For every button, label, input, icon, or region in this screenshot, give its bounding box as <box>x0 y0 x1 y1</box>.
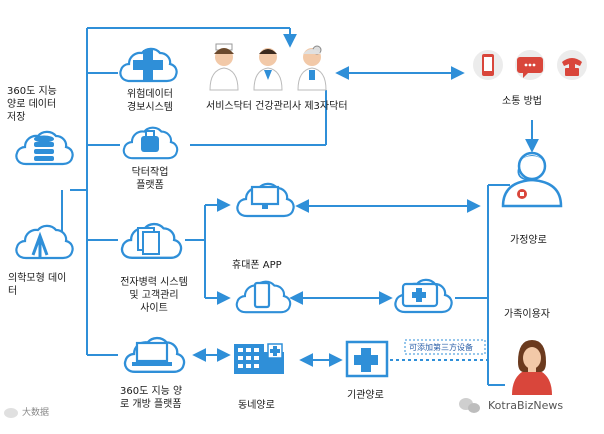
third-party-note-label: 可添加第三方设备 <box>409 343 473 352</box>
mobile-app-label: 휴대폰 APP <box>232 260 282 271</box>
third-party-doctor-icon <box>297 45 327 91</box>
communication-icons <box>473 50 587 80</box>
institution-care-label: 기관양로 <box>347 390 384 401</box>
family-user-label: 가족이용자 <box>504 309 550 320</box>
monitor-icon <box>250 185 280 209</box>
doctor-icon <box>253 48 283 91</box>
phone-node <box>235 280 292 314</box>
medical-model-node <box>15 224 74 260</box>
home-care-label: 가정양로 <box>510 235 547 246</box>
first-aid-kit-icon <box>401 282 439 308</box>
service-staff-label: 서비스닥터 건강관리사 제3자닥터 <box>206 101 348 112</box>
danger-alert-label: 위험데이터 경보시스템 <box>127 89 173 113</box>
mobile-phone-icon <box>473 50 503 80</box>
smartphone-icon <box>253 281 271 309</box>
open-platform-label: 360도 지능 양 로 개방 플랫폼 <box>120 386 183 410</box>
wechat-icon <box>459 398 480 413</box>
third-party-note-box <box>404 339 486 355</box>
chat-bubble-icon <box>515 50 545 80</box>
home-care-operator-icon <box>501 151 563 208</box>
weibo-icon <box>4 408 18 418</box>
danger-alert-node <box>119 47 178 83</box>
data-store-node <box>15 130 74 166</box>
medical-kit-node <box>394 278 453 314</box>
family-user-icon <box>512 340 552 395</box>
open-platform-node <box>123 336 186 374</box>
ehr-label: 전자병력 시스템 및 고객관리 사이트 <box>120 277 188 314</box>
stethoscope-bag-icon <box>141 130 159 152</box>
community-building-icon <box>234 343 284 374</box>
upload-arrow-icon <box>31 231 49 258</box>
monitor-node <box>236 182 295 218</box>
medical-cross-icon <box>133 50 163 80</box>
doctor-platform-node <box>122 126 179 160</box>
community-care-label: 동네양로 <box>238 400 275 411</box>
ehr-node <box>120 222 183 260</box>
watermark-left: 大数据 <box>22 408 50 418</box>
data-store-label: 360도 지능 양로 데이터 저장 <box>7 86 57 123</box>
watermark-right: KotraBizNews <box>488 399 564 412</box>
comm-method-label: 소통 방법 <box>502 96 542 107</box>
doctor-platform-label: 닥터작업 플랫폼 <box>131 167 169 191</box>
documents-icon <box>137 227 160 255</box>
institution-care-icon <box>345 340 389 378</box>
service-staff-figures <box>209 43 327 91</box>
database-icon <box>34 135 54 161</box>
connector-lines <box>61 27 539 386</box>
nurse-icon <box>209 43 239 91</box>
telephone-icon <box>557 50 587 80</box>
medical-model-label: 의학모형 데이 터 <box>8 273 67 297</box>
laptop-icon <box>132 341 172 366</box>
